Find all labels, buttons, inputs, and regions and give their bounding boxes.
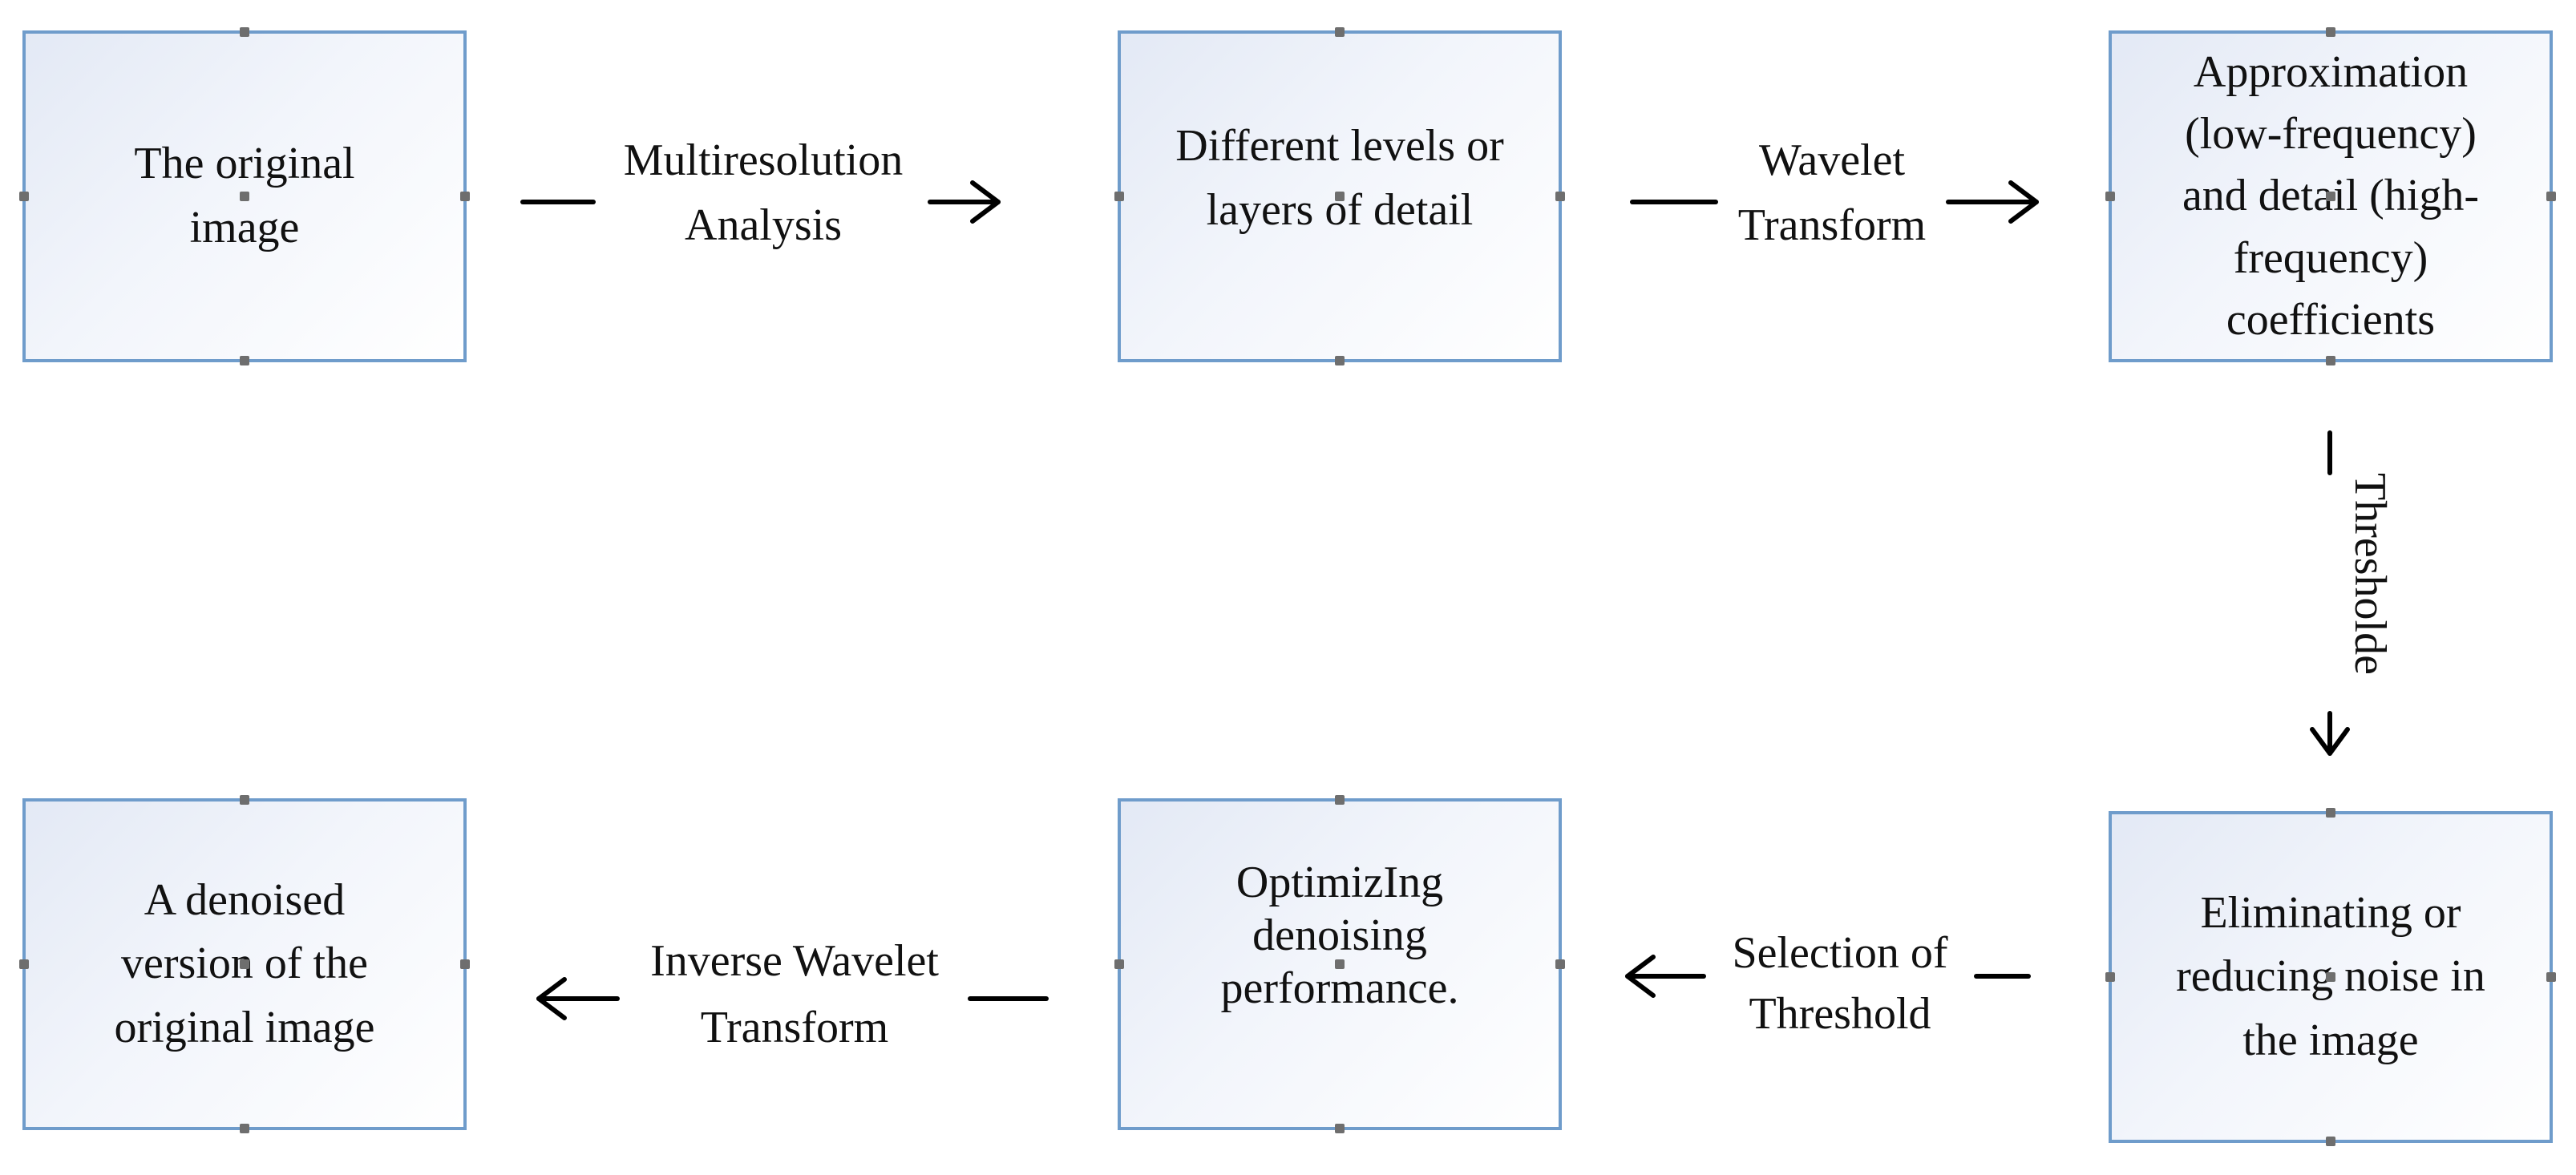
center-handle[interactable] [2326,192,2335,201]
arrow-selection-head [1625,955,1656,998]
center-handle[interactable] [2326,972,2335,982]
node-coefficients[interactable]: Approximation (low-frequency) and detail… [2105,27,2556,365]
node-label: Eliminating or reducing noise in the ima… [2176,887,2485,1065]
edge-label-inverse-wavelet: Inverse Wavelet Transform [650,936,939,1052]
resize-handle-bottom[interactable] [1335,1124,1345,1133]
resize-handle-left[interactable] [1114,959,1124,969]
center-handle[interactable] [240,192,249,201]
edge-label-multiresolution: Multiresolution Analysis [623,135,904,251]
resize-handle-left[interactable] [19,192,29,201]
resize-handle-top[interactable] [2326,808,2335,818]
node-denoised-image[interactable]: A denoised version of the original image [19,795,470,1133]
node-optimizing-denoising[interactable]: OptimizIng denoising performance. [1114,795,1565,1133]
resize-handle-right[interactable] [2546,972,2556,982]
resize-handle-bottom[interactable] [1335,356,1345,365]
resize-handle-top[interactable] [240,27,249,37]
node-label: Approximation (low-frequency) and detail… [2182,46,2480,345]
resize-handle-top[interactable] [1335,795,1345,805]
resize-handle-bottom[interactable] [240,1124,249,1133]
resize-handle-top[interactable] [2326,27,2335,37]
node-label: OptimizIng denoising performance. [1220,857,1459,1014]
resize-handle-right[interactable] [460,959,470,969]
arrow-inverse-head [536,977,567,1020]
arrow-wavelet-head [2008,180,2039,224]
resize-handle-top[interactable] [240,795,249,805]
node-reducing-noise[interactable]: Eliminating or reducing noise in the ima… [2105,808,2556,1146]
resize-handle-left[interactable] [2105,972,2115,982]
edge-label-selection-of-threshold: Selection of Threshold [1732,928,1948,1039]
resize-handle-bottom[interactable] [240,356,249,365]
center-handle[interactable] [1335,959,1345,969]
arrow-threshold-head [2310,727,2350,756]
resize-handle-right[interactable] [2546,192,2556,201]
resize-handle-left[interactable] [2105,192,2115,201]
resize-handle-bottom[interactable] [2326,1137,2335,1146]
center-handle[interactable] [1335,192,1345,201]
resize-handle-right[interactable] [460,192,470,201]
resize-handle-bottom[interactable] [2326,356,2335,365]
node-label: The original image [134,139,355,252]
resize-handle-left[interactable] [1114,192,1124,201]
arrow-multiresolution-head [970,180,1001,224]
node-label: A denoised version of the original image [114,874,375,1052]
resize-handle-left[interactable] [19,959,29,969]
node-original-image[interactable]: The original image [19,27,470,365]
center-handle[interactable] [240,959,249,969]
resize-handle-right[interactable] [1555,192,1565,201]
edge-label-threshold: Thresholde [2345,473,2395,675]
resize-handle-top[interactable] [1335,27,1345,37]
resize-handle-right[interactable] [1555,959,1565,969]
node-levels-of-detail[interactable]: Different levels or layers of detail [1114,27,1565,365]
edge-label-wavelet-transform: Wavelet Transform [1737,135,1927,251]
node-label: Different levels or layers of detail [1175,121,1504,235]
